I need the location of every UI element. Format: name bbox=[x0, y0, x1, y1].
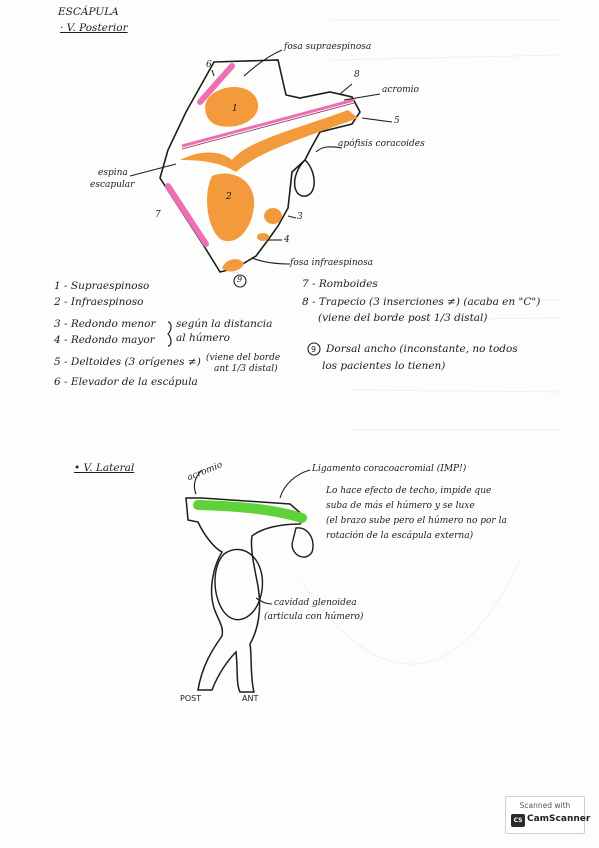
brace-note-1: según la distancia bbox=[176, 318, 273, 330]
legend-item-9-note: los pacientes lo tienen) bbox=[322, 360, 446, 372]
legend-item-5: 5 - Deltoides (3 orígenes ≠) bbox=[54, 356, 201, 368]
legend-item-4: 4 - Redondo mayor bbox=[54, 334, 155, 346]
watermark-line2: CamScanner bbox=[527, 814, 591, 824]
marker-7: 7 bbox=[155, 210, 161, 220]
legend-item-3: 3 - Redondo menor bbox=[54, 318, 156, 330]
deltoid-note-2: ant 1/3 distal) bbox=[214, 364, 278, 374]
label-espina-2: escapular bbox=[90, 180, 135, 190]
label-espina-1: espina bbox=[98, 168, 128, 178]
circled-nine bbox=[307, 342, 321, 356]
teres-minor-area bbox=[264, 208, 282, 224]
marker-3: 3 bbox=[297, 212, 303, 222]
lateral-scapula bbox=[185, 469, 314, 693]
lateral-outline bbox=[185, 497, 305, 693]
page-title: ESCÁPULA bbox=[58, 6, 119, 18]
label-ant: ANT bbox=[242, 694, 259, 703]
label-cavidad-glenoidea: cavidad glenoidea bbox=[274, 598, 357, 608]
legend-item-6: 6 - Elevador de la escápula bbox=[54, 376, 198, 388]
legend-item-8-note: (viene del borde post 1/3 distal) bbox=[318, 312, 488, 324]
deltoid-note-1: (viene del borde bbox=[206, 353, 281, 363]
label-fosa-infraespinosa: fosa infraespinosa bbox=[290, 258, 374, 268]
label-fosa-supraespinosa: fosa supraespinosa bbox=[284, 42, 372, 52]
label-acromio: acromio bbox=[382, 85, 419, 95]
trapezius-line bbox=[181, 98, 355, 148]
legend-item-1: 1 - Supraespinoso bbox=[54, 280, 150, 292]
posterior-scapula bbox=[129, 49, 393, 273]
bleed-through bbox=[299, 19, 561, 665]
coracoacromial-ligament bbox=[193, 500, 307, 523]
teres-major-area bbox=[257, 233, 269, 241]
legend-brace bbox=[167, 321, 172, 347]
ligamento-desc-2: suba de más el húmero y se luxe bbox=[326, 501, 475, 511]
rhomboids-line bbox=[165, 183, 209, 247]
legend-item-2: 2 - Infraespinoso bbox=[54, 296, 144, 308]
label-cavidad-articula: (articula con húmero) bbox=[264, 612, 364, 622]
supraspinatus-area bbox=[205, 86, 259, 127]
levator-scapulae-line bbox=[197, 63, 235, 105]
watermark-line1: Scanned with bbox=[519, 801, 571, 810]
marker-8: 8 bbox=[354, 70, 360, 80]
label-apofisis-coracoides: apófisis coracoides bbox=[338, 139, 425, 149]
camscanner-logo-icon: CS bbox=[511, 814, 525, 827]
label-ligamento: Ligamento coracoacromial (IMP!) bbox=[312, 464, 467, 474]
camscanner-watermark: Scanned with CS CamScanner bbox=[505, 796, 590, 834]
label-post: POST bbox=[180, 694, 202, 703]
ligamento-desc-3: (el brazo sube pero el húmero no por la bbox=[326, 516, 507, 526]
marker-1: 1 bbox=[232, 104, 238, 114]
view-posterior-heading: · V. Posterior bbox=[60, 22, 128, 34]
marker-9: 9 bbox=[237, 275, 243, 284]
coracoid-outline bbox=[293, 158, 315, 197]
svg-text:9: 9 bbox=[311, 345, 316, 354]
marker-5: 5 bbox=[394, 116, 400, 126]
glenoid-outline bbox=[214, 548, 264, 621]
infraspinatus-area bbox=[207, 173, 255, 242]
view-lateral-heading: • V. Lateral bbox=[74, 462, 135, 474]
legend-item-7: 7 - Romboides bbox=[302, 278, 378, 290]
marker-2: 2 bbox=[226, 192, 232, 202]
marker-6: 6 bbox=[206, 60, 212, 70]
brace-note-2: al húmero bbox=[176, 332, 230, 344]
ligamento-desc-4: rotación de la escápula externa) bbox=[326, 531, 474, 541]
spine-area bbox=[180, 110, 358, 172]
ligamento-desc-1: Lo hace efecto de techo, impide que bbox=[326, 486, 492, 496]
legend-item-8: 8 - Trapecio (3 inserciones ≠) (acaba en… bbox=[302, 296, 541, 308]
legend-item-9: Dorsal ancho (inconstante, no todos bbox=[326, 343, 518, 355]
marker-4: 4 bbox=[284, 235, 290, 245]
latissimus-area bbox=[222, 259, 244, 272]
